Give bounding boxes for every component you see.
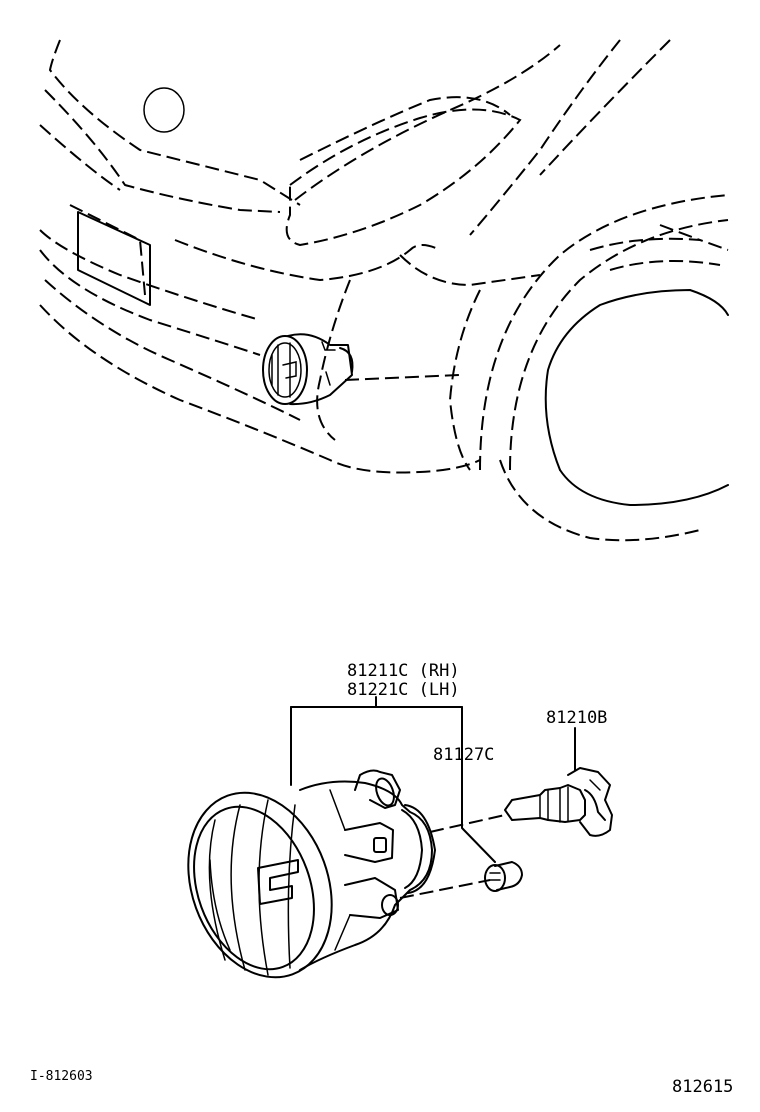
- assembly-lh-label: 81221C (LH): [347, 680, 460, 700]
- fog-lamp-assembly-icon: [187, 769, 436, 979]
- page-ref-number: 812615: [672, 1077, 734, 1097]
- illustration-id: I-812603: [30, 1069, 93, 1084]
- bulb-icon: [504, 767, 613, 837]
- vehicle-front-outline: [39, 39, 729, 542]
- screw-icon: [484, 861, 523, 892]
- screw-label: 81127C: [433, 745, 495, 765]
- fog-lamp-installed: [262, 333, 354, 406]
- bulb-label: 81210B: [546, 708, 608, 728]
- assembly-rh-label: 81211C (RH): [347, 661, 460, 681]
- leader-lines: [290, 696, 576, 899]
